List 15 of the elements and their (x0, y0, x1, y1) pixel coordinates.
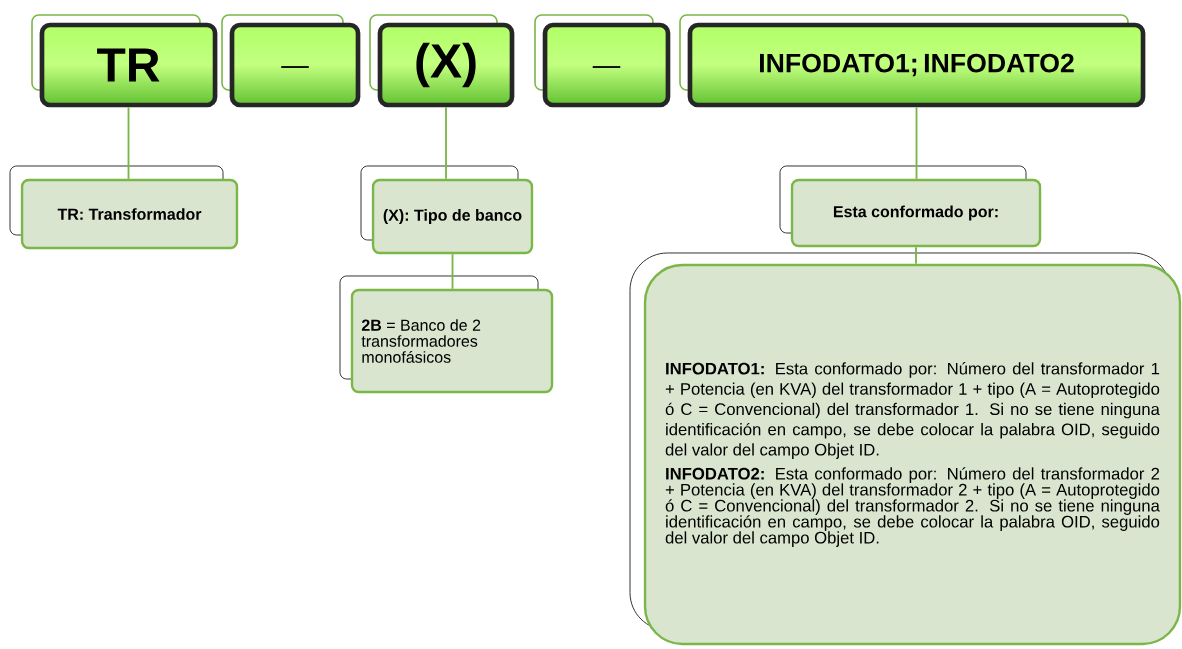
code-segment-box: (X) (369, 14, 515, 108)
code-segment-box: _ (221, 14, 361, 108)
connector-line (451, 253, 454, 290)
label-box: 2B = Banco de 2 transformadores monofásicos (339, 275, 554, 394)
code-segment-box: TR (31, 14, 218, 108)
label-box: (X): Tipo de banco (360, 165, 534, 255)
connector-line (127, 106, 130, 180)
label-box: Esta conformado por: (779, 165, 1042, 248)
label-box: TR: Transformador (9, 165, 239, 250)
code-segment-box: INFODATO1; INFODATO2 (679, 14, 1146, 108)
connector-line (915, 246, 917, 265)
code-segment-box: _ (534, 14, 671, 108)
connector-line (915, 106, 918, 180)
description-box: INFODATO1: Esta conformado por: Número del transformador 1 + Potencia (en KVA) del transformador 1 + tipo (A = Autoprotegido ó C = Convencional) del transformador 1. Si no se tiene ninguna identificación en campo, se debe colocar la palabra OID, seguido del valor del campo Objet ID. INFODATO2: Esta conformado por: Número del transformador 2 + Potencia (en KVA) del transformador 2 + tipo (A = Autoprotegido ó C = Convencional) del transformador 2. Si no se tiene ninguna identificación en campo, se debe colocar la palabra OID, seguido del valor del campo Objet ID. (629, 252, 1182, 646)
connector-line (445, 106, 447, 180)
